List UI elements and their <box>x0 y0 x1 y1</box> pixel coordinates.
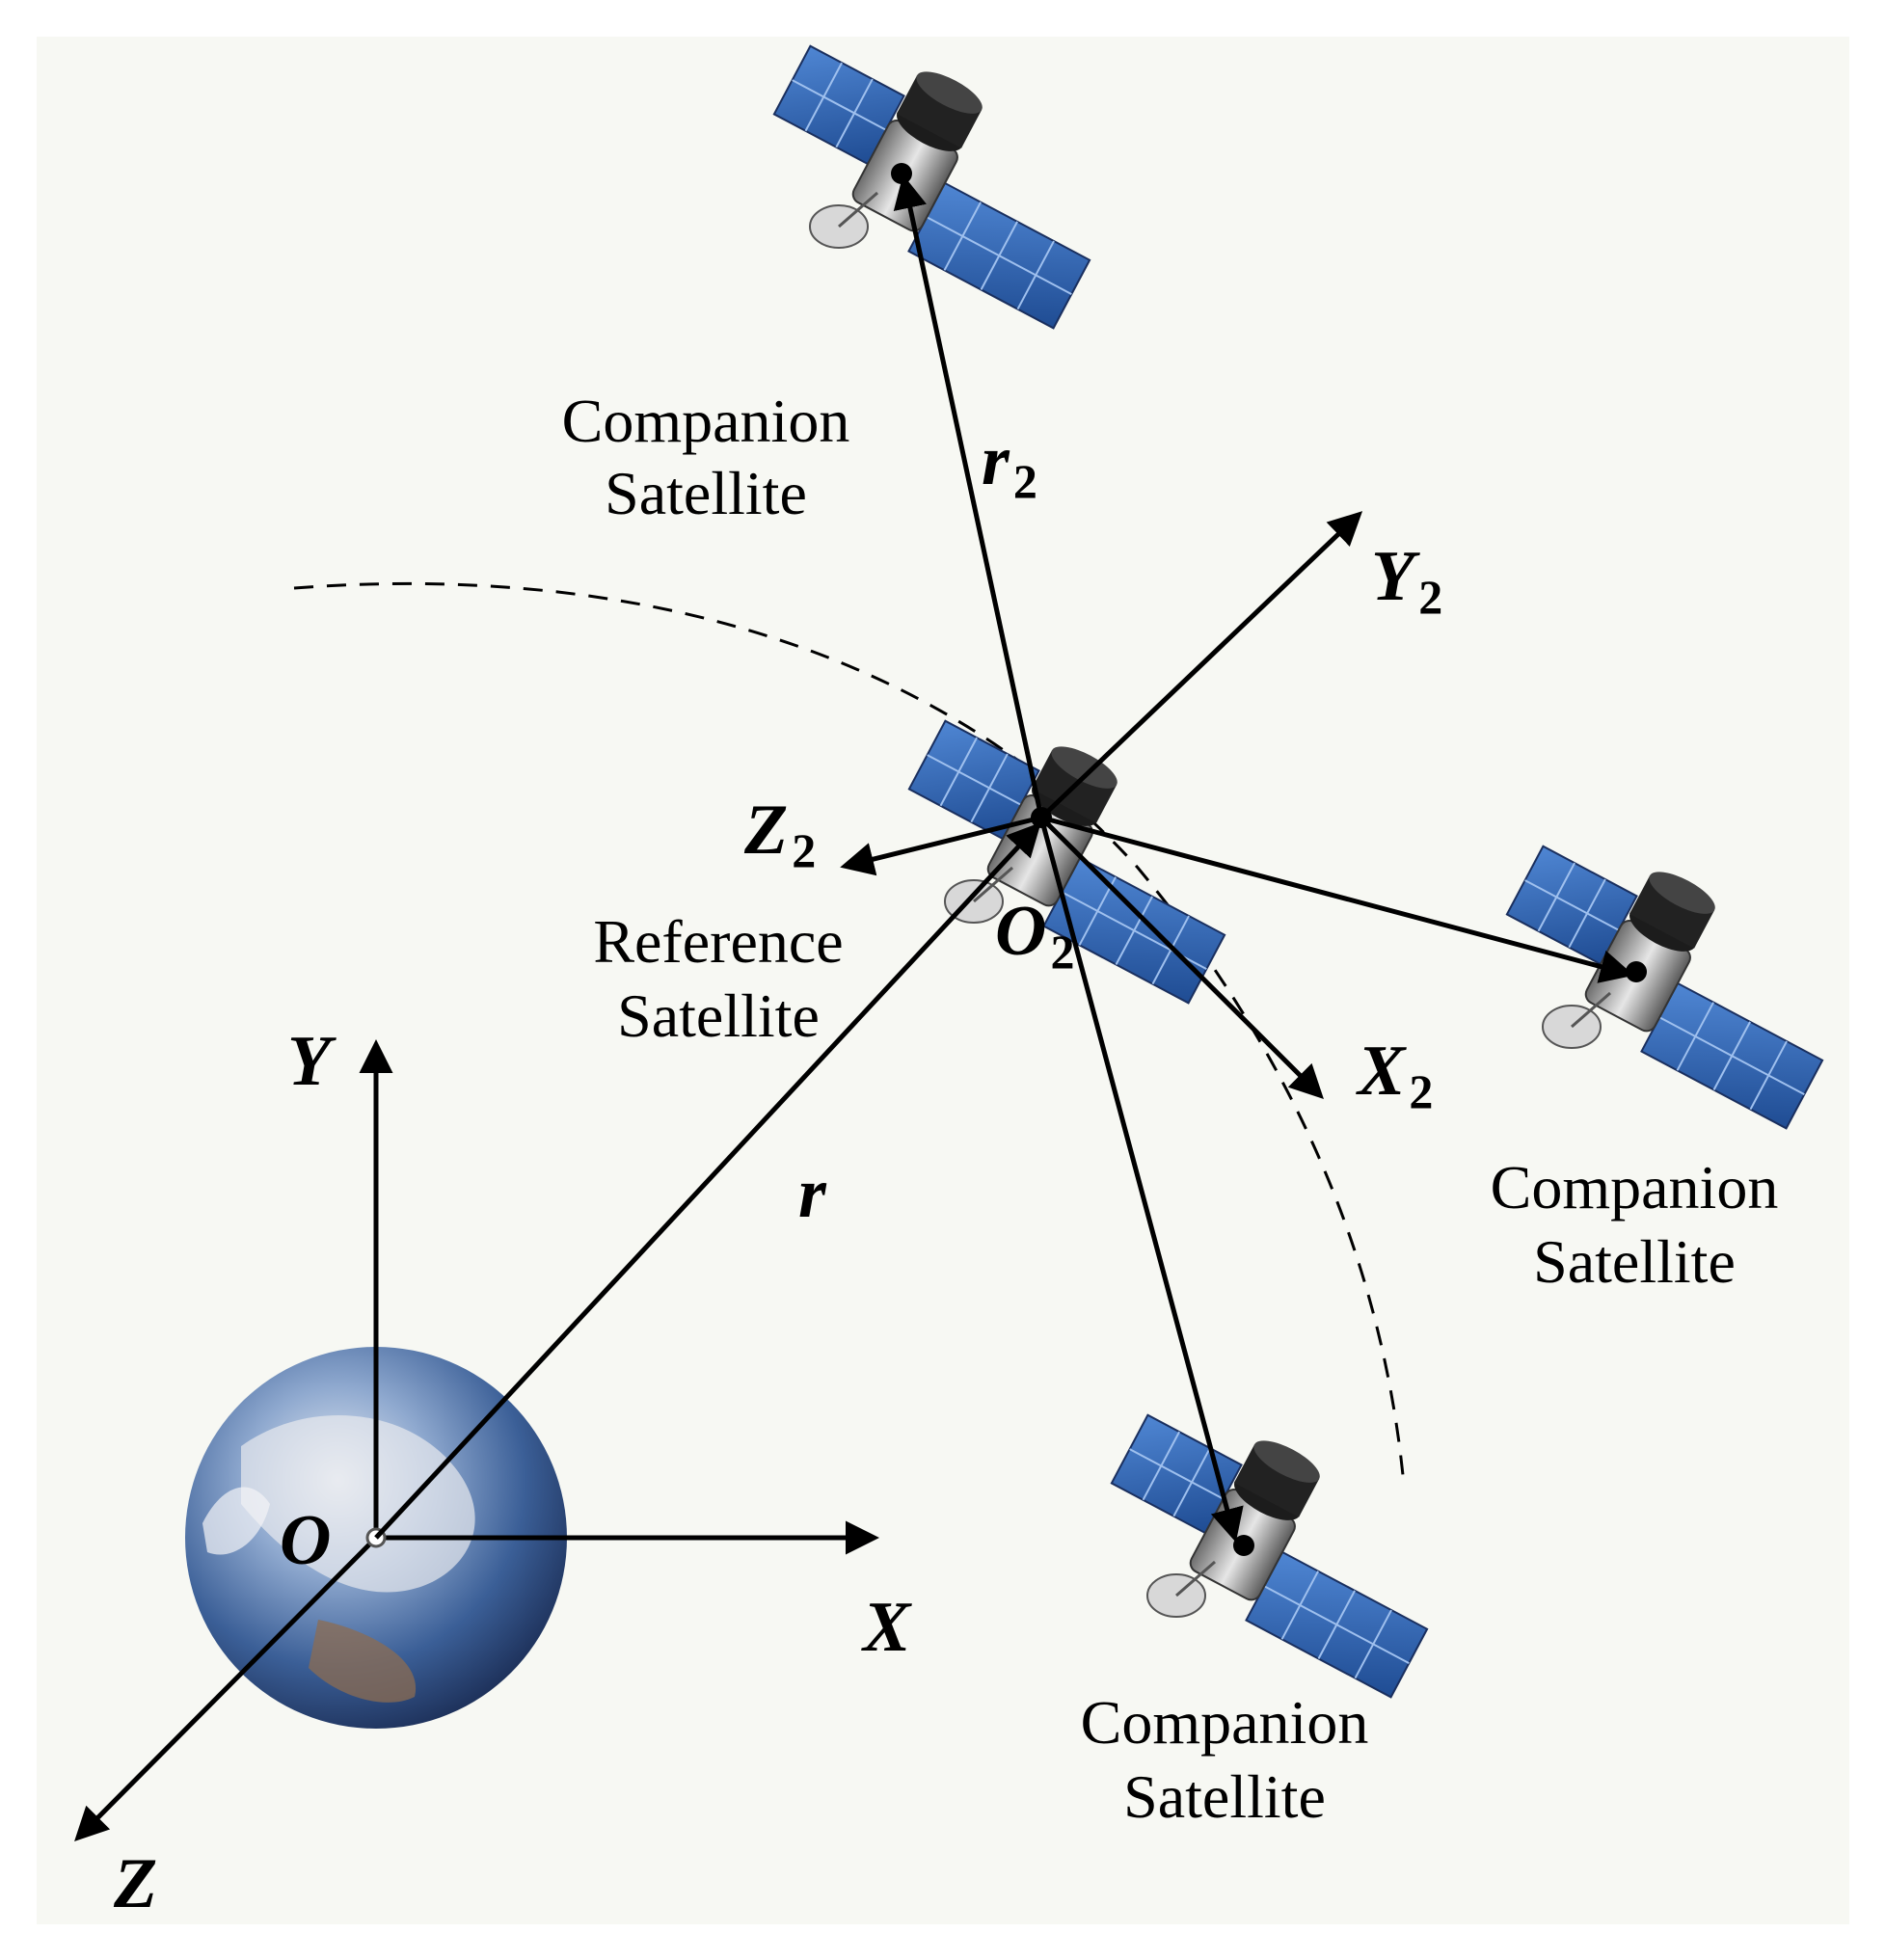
companion-top-label-line2: Satellite <box>605 459 807 527</box>
ref-z-axis-label: Z2 <box>743 791 816 877</box>
earth-origin-label: O <box>280 1501 331 1580</box>
earth-x-axis-label: X <box>861 1588 912 1667</box>
reference-label-line1: Reference <box>593 907 843 976</box>
ref-y-axis-label: Y2 <box>1371 537 1442 624</box>
companion-right-label-line1: Companion <box>1491 1153 1779 1222</box>
earth-z-axis-label: Z <box>113 1844 157 1923</box>
companion-bottom-label-line1: Companion <box>1081 1688 1369 1757</box>
companion-top-label-line1: Companion <box>562 387 850 455</box>
relative-vector-r2 <box>893 175 1044 819</box>
earth-z-axis <box>74 1536 378 1841</box>
earth-y-axis-label: Y <box>287 1022 337 1101</box>
companion-right-label-line2: Satellite <box>1533 1227 1736 1296</box>
position-vector-r <box>374 821 1041 1540</box>
ref-y-axis <box>1039 511 1363 819</box>
relative-vector-right <box>1040 815 1634 983</box>
companion-top-point <box>891 163 912 184</box>
r2-label: r2 <box>982 421 1037 508</box>
ref-origin-point <box>1031 807 1052 828</box>
orbit-path <box>293 581 1405 1476</box>
position-vector-r-label: r <box>798 1154 827 1233</box>
companion-right-point <box>1626 961 1647 982</box>
ref-x-axis <box>1039 816 1324 1099</box>
reference-label-line2: Satellite <box>617 981 820 1050</box>
relative-vector-bottom <box>1038 817 1244 1543</box>
ref-x-axis-label: X2 <box>1356 1032 1433 1118</box>
companion-bottom-label-line2: Satellite <box>1123 1762 1326 1831</box>
ref-z-axis <box>840 815 1042 876</box>
ref-origin-label: O2 <box>995 892 1074 979</box>
companion-bottom-point <box>1233 1535 1254 1556</box>
